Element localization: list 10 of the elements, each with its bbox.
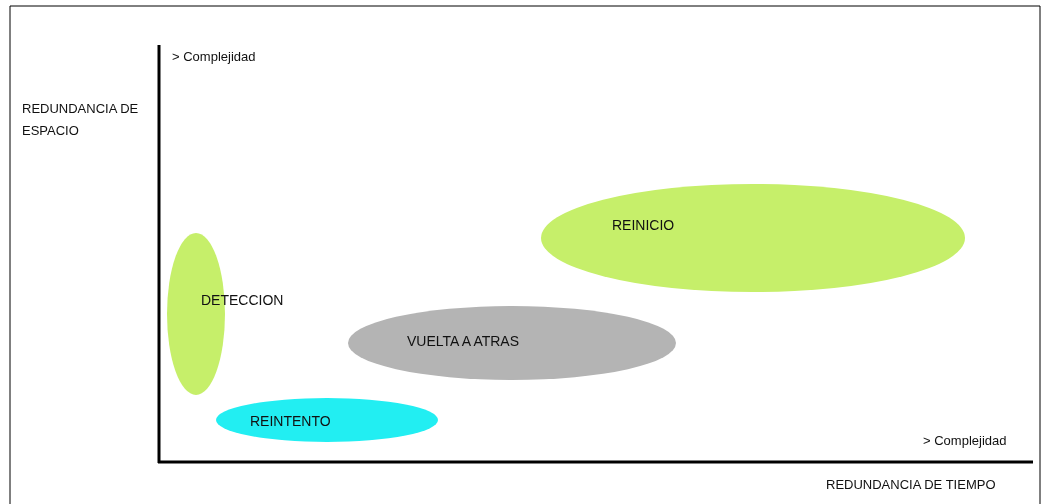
axis-title: REDUNDANCIA DE TIEMPO [826, 476, 996, 493]
ellipse-region [540, 183, 967, 294]
axis-title: REDUNDANCIA DE ESPACIO [22, 100, 140, 140]
region-label: REINICIO [612, 217, 675, 234]
region-label: REINTENTO [250, 413, 331, 430]
axis-end-label: > Complejidad [923, 432, 1007, 449]
axis-end-label: > Complejidad [172, 48, 256, 65]
ellipse-region [347, 305, 677, 381]
region-label: VUELTA A ATRAS [407, 333, 520, 350]
ellipse-region [215, 397, 439, 443]
